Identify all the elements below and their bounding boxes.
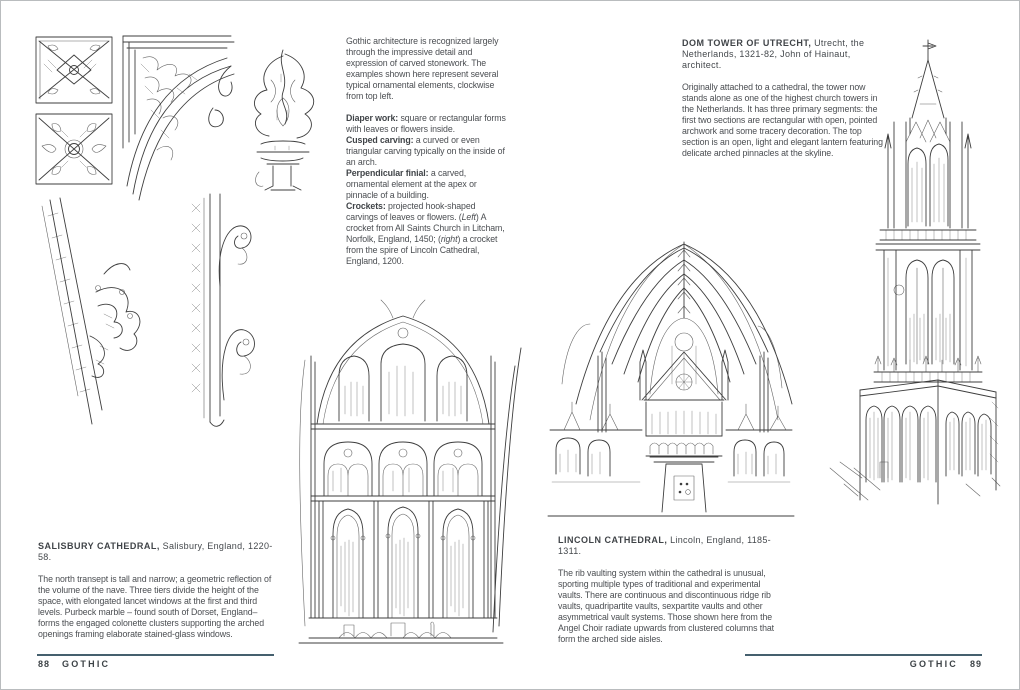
footer-label-right: GOTHIC [909, 659, 958, 669]
page-number-left: 88 [38, 659, 51, 669]
diaper-work-illustration [35, 36, 113, 185]
glossary-def-crockets-3: ) a crocket from the spire of Lincoln Ca… [346, 234, 498, 266]
glossary-def-finial: a carved, ornamental element at the apex… [346, 168, 477, 200]
crocket-left-illustration [41, 197, 141, 425]
intro-paragraph: Gothic architecture is recognized largel… [346, 36, 499, 101]
salisbury-heading: SALISBURY CATHEDRAL, Salisbury, England,… [38, 541, 278, 563]
glossary-def-crockets-1: projected hook-shaped carvings of leaves… [346, 201, 476, 222]
footer-left: 88 GOTHIC [38, 659, 110, 669]
salisbury-caption: SALISBURY CATHEDRAL, Salisbury, England,… [38, 541, 278, 651]
dom-tower-utrecht-illustration [829, 39, 1001, 505]
lincoln-cathedral-illustration [547, 241, 795, 517]
footer-rule-left [37, 654, 274, 656]
glossary-term-cusped: Cusped carving: [346, 135, 414, 145]
footer-rule-right [745, 654, 982, 656]
utrecht-heading: DOM TOWER OF UTRECHT, Utrecht, the Nethe… [682, 38, 888, 71]
lincoln-heading-rest: Lincoln, England, 1185-1311. [558, 535, 771, 556]
salisbury-name: SALISBURY CATHEDRAL, [38, 541, 160, 551]
glossary-diaper: Diaper work: square or rectangular forms… [346, 113, 506, 267]
footer-label-left: GOTHIC [62, 659, 111, 669]
glossary-term-finial: Perpendicular finial: [346, 168, 429, 178]
intro-column: Gothic architecture is recognized largel… [346, 36, 506, 278]
footer-right: GOTHIC 89 [745, 659, 982, 669]
lincoln-body: The rib vaulting system within the cathe… [558, 568, 774, 644]
finial-illustration [254, 49, 315, 191]
glossary-italic-left: Left [461, 212, 476, 222]
lincoln-name: LINCOLN CATHEDRAL, [558, 535, 668, 545]
utrecht-name: DOM TOWER OF UTRECHT, [682, 38, 812, 48]
salisbury-heading-rest: Salisbury, England, 1220-58. [38, 541, 273, 562]
glossary-def-cusped: a curved or even triangular carving typi… [346, 135, 505, 167]
glossary-def-diaper: square or rectangular forms with leaves … [346, 113, 506, 134]
lincoln-heading: LINCOLN CATHEDRAL, Lincoln, England, 118… [558, 535, 776, 557]
glossary-term-crockets: Crockets: [346, 201, 386, 211]
lincoln-caption: LINCOLN CATHEDRAL, Lincoln, England, 118… [558, 535, 776, 656]
utrecht-heading-rest: Utrecht, the Netherlands, 1321-82, John … [682, 38, 865, 70]
crocket-right-illustration [191, 193, 255, 427]
glossary-italic-right: right [440, 234, 458, 244]
utrecht-caption: DOM TOWER OF UTRECHT, Utrecht, the Nethe… [682, 38, 888, 170]
glossary-term-diaper: Diaper work: [346, 113, 399, 123]
utrecht-body: Originally attached to a cathedral, the … [682, 82, 883, 158]
salisbury-body: The north transept is tall and narrow; a… [38, 574, 272, 639]
salisbury-cathedral-illustration [298, 299, 522, 644]
page-number-right: 89 [969, 659, 982, 669]
glossary-def-crockets-2: ) A crocket from All Saints Church in Li… [346, 212, 505, 244]
cusped-carving-illustration [122, 35, 235, 201]
